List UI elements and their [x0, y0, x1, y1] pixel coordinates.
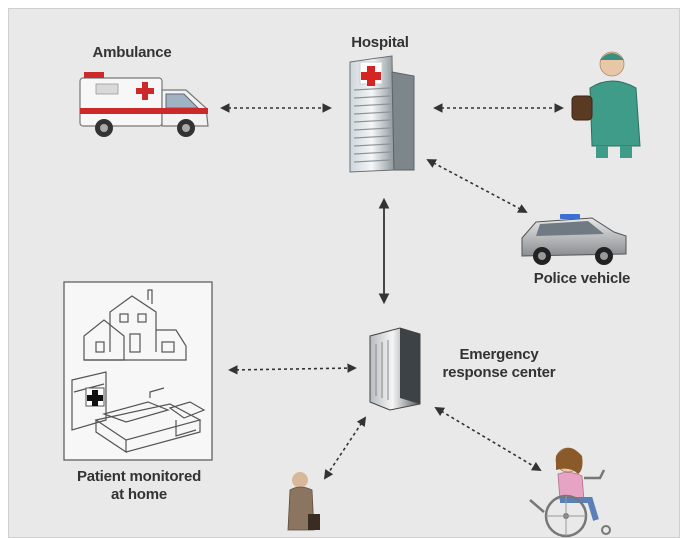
connector-ercenter-elderly [323, 416, 367, 480]
home-label-line1: Patient monitored [76, 468, 202, 485]
wheelchair-person-icon [529, 447, 611, 538]
connector-hospital-police [426, 159, 528, 213]
emergency-response-center-icon [369, 327, 421, 411]
police-vehicle-icon [521, 214, 627, 265]
elderly-man-icon [287, 472, 320, 531]
home-label-line2: at home [110, 486, 168, 503]
house-icon [83, 289, 187, 361]
connector-ercenter-wheelchair [434, 407, 542, 471]
medical-cross-icon [85, 387, 105, 407]
ercenter-label-line1: Emergency [459, 346, 539, 363]
home-monitoring-panel [63, 281, 213, 461]
ambulance-icon [79, 72, 209, 137]
home-label: Patient monitored at home [44, 468, 234, 504]
doctor-icon [571, 51, 641, 158]
hospital-building-icon [349, 55, 415, 173]
ambulance-label: Ambulance [92, 44, 172, 61]
connector-home-ercenter [228, 363, 357, 375]
police-vehicle-label: Police vehicle [533, 270, 631, 287]
hospital-label: Hospital [351, 34, 409, 51]
ercenter-label: Emergency response center [424, 346, 574, 382]
ercenter-label-line2: response center [442, 364, 556, 381]
